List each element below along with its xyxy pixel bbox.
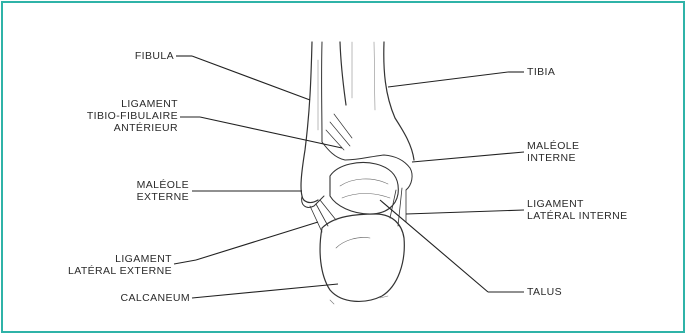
- leader-ligament-lat-int: [406, 210, 524, 214]
- label-fibula: FIBULA: [70, 50, 174, 62]
- label-maleole-interne: MALÉOLE INTERNE: [527, 140, 647, 164]
- label-talus: TALUS: [527, 286, 647, 298]
- label-calcaneum: CALCANEUM: [60, 292, 190, 304]
- fibula-bone: [301, 42, 318, 203]
- label-ligament-lateral-interne: LIGAMENT LATÉRAL INTERNE: [527, 198, 677, 222]
- label-tibia: TIBIA: [527, 66, 647, 78]
- calcaneum-bone: [320, 214, 404, 301]
- label-ligament-tibio-fibulaire: LIGAMENT TIBIO-FIBULAIRE ANTÉRIEUR: [50, 98, 178, 134]
- leader-ligament-lat-ext: [174, 260, 196, 264]
- leader-tibia: [388, 72, 508, 87]
- maleole-interne: [406, 168, 412, 190]
- tibia-bone: [340, 42, 414, 160]
- leader-talus: [380, 200, 488, 292]
- label-ligament-lateral-externe: LIGAMENT LATÉRAL EXTERNE: [20, 253, 172, 277]
- leader-calcaneum: [192, 284, 338, 298]
- leader-maleole-int: [412, 152, 524, 162]
- label-maleole-externe: MALÉOLE EXTERNE: [60, 179, 189, 203]
